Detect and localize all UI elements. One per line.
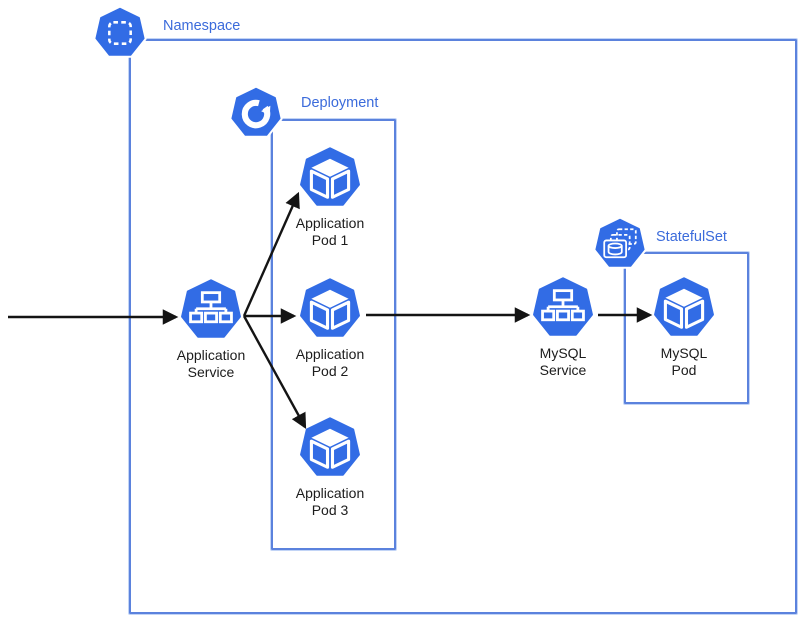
node-mysql-pod: MySQL Pod [614, 277, 754, 379]
namespace-label: Namespace [163, 18, 241, 34]
statefulset-boundary-box [624, 252, 749, 404]
node-application-pod-2: Application Pod 2 [260, 278, 400, 380]
node-label: Application Pod 1 [296, 215, 365, 249]
statefulset-label: StatefulSet [656, 229, 727, 245]
pod-icon [299, 417, 361, 479]
node-label-line2: Pod [671, 362, 697, 378]
namespace-boundary-box [129, 39, 797, 614]
node-label-line1: MySQL [660, 345, 708, 361]
node-label-line2: Service [187, 364, 235, 380]
node-label-line1: Application [295, 346, 365, 362]
pod-icon [299, 147, 361, 209]
node-label-line2: Pod 3 [311, 502, 349, 518]
node-label: MySQL Pod [661, 345, 708, 379]
node-application-pod-1: Application Pod 1 [260, 147, 400, 249]
pod-icon [653, 277, 715, 339]
node-label-line1: MySQL [539, 345, 587, 361]
node-label: Application Pod 3 [296, 485, 365, 519]
node-mysql-service: MySQL Service [493, 277, 633, 379]
statefulset-icon [591, 215, 649, 273]
node-application-service: Application Service [141, 279, 281, 381]
pod-icon [299, 278, 361, 340]
namespace-icon [91, 4, 149, 62]
node-label: Application Service [177, 347, 246, 381]
node-label-line2: Service [539, 362, 587, 378]
node-label-line2: Pod 1 [311, 232, 349, 248]
node-application-pod-3: Application Pod 3 [260, 417, 400, 519]
node-label-line1: Application [295, 215, 365, 231]
node-label-line1: Application [295, 485, 365, 501]
node-label-line1: Application [176, 347, 246, 363]
node-label: Application Pod 2 [296, 346, 365, 380]
node-label-line2: Pod 2 [311, 363, 349, 379]
deployment-label: Deployment [301, 95, 379, 111]
node-label: MySQL Service [540, 345, 587, 379]
service-icon [532, 277, 594, 339]
deployment-icon [227, 84, 285, 142]
service-icon [180, 279, 242, 341]
